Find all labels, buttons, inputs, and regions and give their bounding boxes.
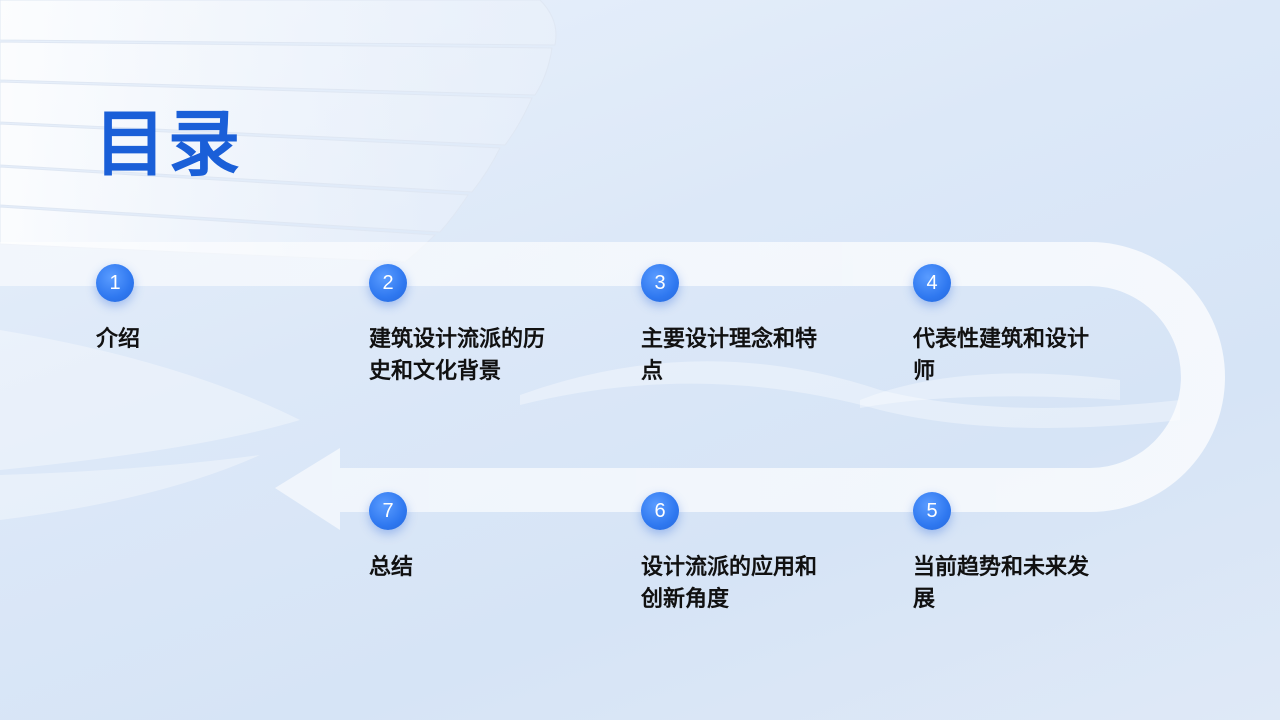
toc-item-2: 2 建筑设计流派的历史和文化背景 [369,264,579,388]
step-label: 主要设计理念和特点 [641,327,818,384]
step-number-badge: 7 [369,492,407,530]
toc-item-7: 7 总结 [369,492,579,584]
toc-item-4: 4 代表性建筑和设计师 [913,264,1123,388]
step-number-badge: 5 [913,492,951,530]
step-number-badge: 3 [641,264,679,302]
step-number-badge: 1 [96,264,134,302]
step-number-badge: 6 [641,492,679,530]
step-label: 建筑设计流派的历史和文化背景 [369,327,546,384]
step-label: 介绍 [96,327,141,352]
curved-shell [0,330,300,520]
step-number-badge: 2 [369,264,407,302]
toc-item-3: 3 主要设计理念和特点 [641,264,851,388]
step-label: 设计流派的应用和创新角度 [641,555,818,612]
step-label: 当前趋势和未来发展 [913,555,1090,612]
step-number-badge: 4 [913,264,951,302]
toc-item-6: 6 设计流派的应用和创新角度 [641,492,851,616]
toc-item-5: 5 当前趋势和未来发展 [913,492,1123,616]
layered-sheets [0,0,557,263]
step-label: 代表性建筑和设计师 [913,327,1090,384]
page-title: 目录 [94,102,243,186]
step-label: 总结 [369,555,414,580]
toc-item-1: 1 介绍 [96,264,306,356]
